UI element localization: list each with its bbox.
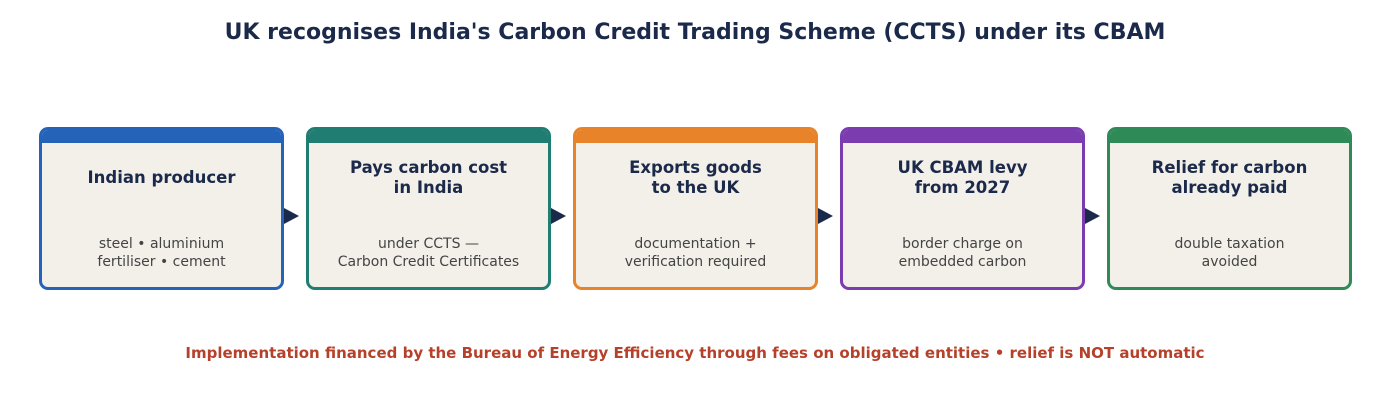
step-detail: under CCTS — Carbon Credit Certificates [337,236,520,270]
step-heading: Pays carbon cost in India [349,158,508,197]
step-card-relief: Relief for carbon already paid double ta… [1107,127,1352,290]
arrow-right-icon [1085,208,1100,224]
step-card-pays-carbon-cost: Pays carbon cost in India under CCTS — C… [306,127,551,290]
arrow-right-icon [818,208,833,224]
step-card-header-bar [576,130,815,143]
diagram-title: UK recognises India's Carbon Credit Trad… [224,20,1166,45]
step-detail: documentation + verification required [624,236,767,270]
step-card-header-bar [42,130,281,143]
step-heading: Exports goods to the UK [629,158,762,197]
step-detail: steel • aluminium fertiliser • cement [97,236,226,270]
arrow-right-icon [551,208,566,224]
step-heading: UK CBAM levy from 2027 [897,158,1028,197]
step-detail: double taxation avoided [1174,236,1285,270]
footer-note: Implementation financed by the Bureau of… [185,344,1205,362]
step-card-header-bar [309,130,548,143]
step-card-uk-cbam-levy: UK CBAM levy from 2027 border charge on … [840,127,1085,290]
step-heading: Indian producer [87,168,236,187]
arrow-right-icon [284,208,299,224]
step-card-indian-producer: Indian producer steel • aluminium fertil… [39,127,284,290]
step-heading: Relief for carbon already paid [1151,158,1308,197]
step-card-header-bar [1110,130,1349,143]
step-card-exports-goods: Exports goods to the UK documentation + … [573,127,818,290]
step-detail: border charge on embedded carbon [898,236,1027,270]
step-card-header-bar [843,130,1082,143]
